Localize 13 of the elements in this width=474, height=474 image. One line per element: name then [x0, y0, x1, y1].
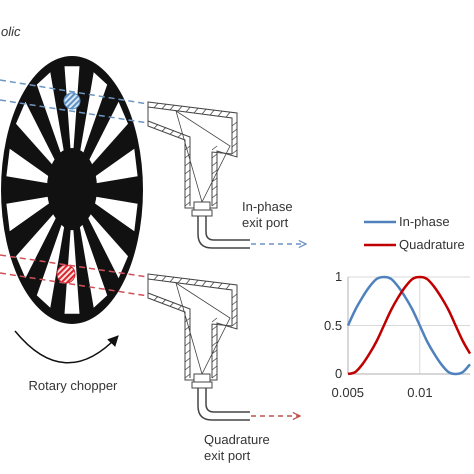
- dashed-arrow: [251, 240, 307, 248]
- caption-text: olic: [1, 24, 21, 40]
- axis-tick-label: 0.01: [407, 385, 433, 401]
- axis-tick-label: 0.005: [332, 385, 364, 401]
- caption-text: In-phase exit port: [242, 199, 294, 231]
- axis-tick-label: 0: [335, 366, 342, 382]
- dashed-arrow: [251, 412, 301, 420]
- caption-text: Rotary chopper: [28, 378, 118, 394]
- legend-label: In-phase: [399, 214, 450, 230]
- legend-label: Quadrature: [399, 237, 465, 253]
- axis-tick-label: 0.5: [324, 318, 342, 334]
- caption-text: Quadrature exit port: [204, 432, 271, 464]
- axis-tick-label: 1: [335, 269, 342, 285]
